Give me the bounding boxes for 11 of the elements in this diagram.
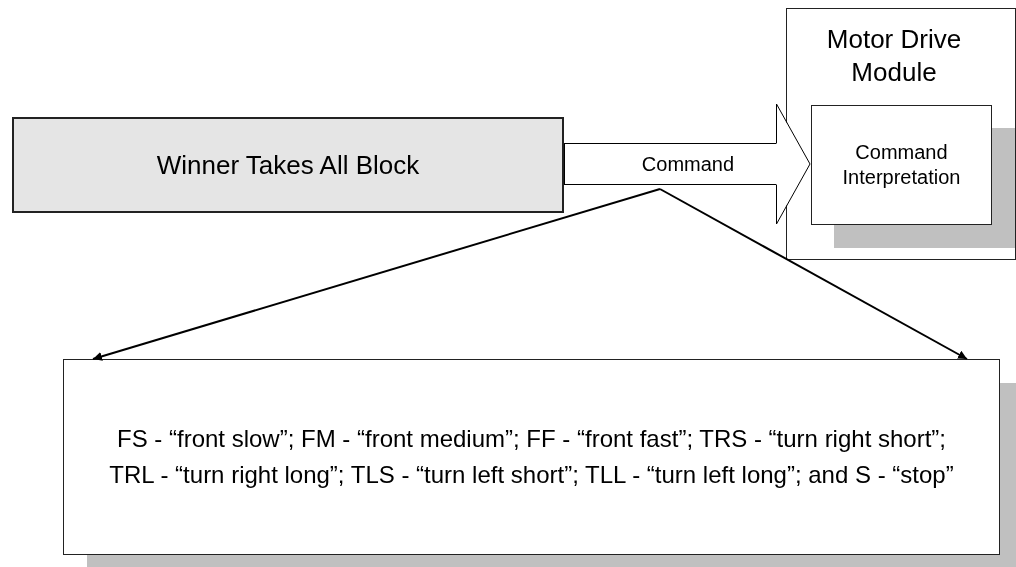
node-label: Motor Drive Module (825, 23, 963, 88)
module-box (786, 8, 1016, 260)
node-label: Command Interpretation (841, 140, 962, 190)
process-box (811, 105, 992, 225)
node-label: Command (641, 152, 735, 177)
process-box (63, 359, 1000, 555)
node-label: Winner Takes All Block (156, 148, 420, 182)
node-label: FS - “front slow”; FM - “front medium”; FF - “front fast”; TRS - “turn right short”; TRL - “turn right long”; TLS - “turn left short”; TLL - “turn left long”; and S - “stop” (109, 424, 954, 490)
arrow (659, 188, 968, 360)
block-box (12, 117, 564, 213)
arrow (92, 188, 661, 361)
